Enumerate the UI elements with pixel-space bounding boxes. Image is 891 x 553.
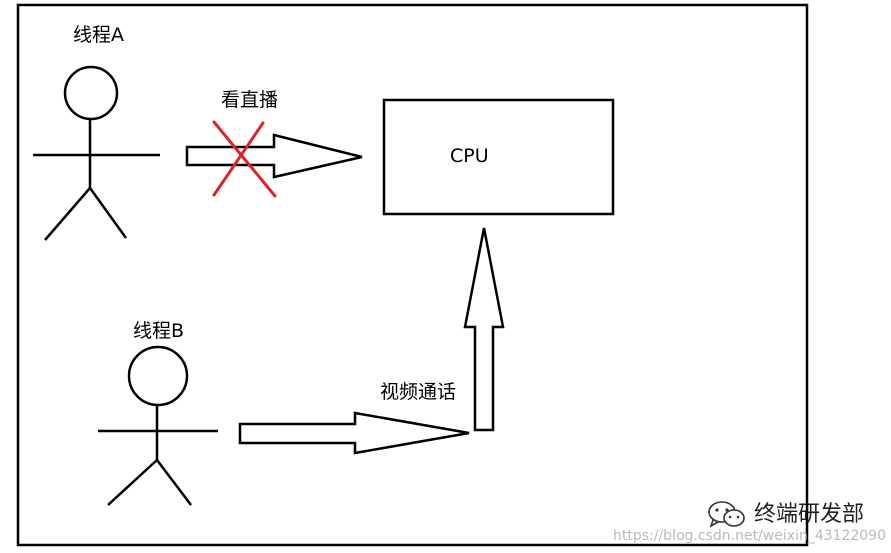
arrow-b-label: 视频通话 bbox=[380, 381, 457, 403]
wechat-icon bbox=[708, 501, 745, 528]
arrow-b-horizontal bbox=[238, 411, 470, 455]
arrow-a-label: 看直播 bbox=[221, 89, 279, 111]
arrow-b-up-to-cpu bbox=[463, 227, 505, 432]
stick-figure-a bbox=[33, 65, 160, 241]
cpu-box bbox=[382, 98, 615, 216]
arrow-a-to-cpu bbox=[185, 133, 363, 179]
watermark-url: https://blog.csdn.net/weixin_43122090 bbox=[613, 528, 887, 544]
watermark-name: 终端研发部 bbox=[754, 502, 865, 527]
thread-a-label: 线程A bbox=[73, 24, 124, 46]
thread-b-label: 线程B bbox=[133, 320, 185, 342]
stick-figure-b bbox=[98, 345, 218, 506]
blocked-cross-icon bbox=[212, 120, 277, 198]
diagram-border bbox=[16, 3, 809, 547]
cpu-label: CPU bbox=[450, 145, 489, 167]
